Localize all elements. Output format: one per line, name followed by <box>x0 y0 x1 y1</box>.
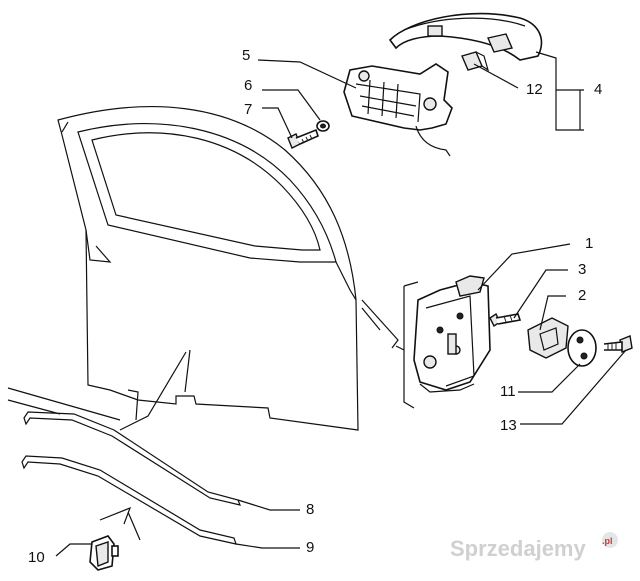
callout-1: 1 <box>585 235 593 252</box>
handle-mechanism-part-5 <box>343 63 453 157</box>
plate-part-11 <box>567 329 597 367</box>
callout-12: 12 <box>526 81 543 98</box>
leader-lines <box>55 51 627 557</box>
outer-handle-part-4 <box>388 12 543 61</box>
callout-11: 11 <box>500 383 516 400</box>
watermark-suffix: .pl <box>602 536 613 546</box>
callout-9: 9 <box>306 539 314 556</box>
lock-screw-part-3 <box>489 312 522 328</box>
door-panel <box>57 106 359 431</box>
bolt-part-7 <box>287 128 319 149</box>
callout-labels: 1 2 3 4 5 6 7 8 9 10 11 12 13 <box>28 47 602 566</box>
callout-2: 2 <box>578 287 586 304</box>
callout-10: 10 <box>28 549 45 566</box>
striker-bolt-part-13 <box>603 335 633 353</box>
callout-4: 4 <box>594 81 602 98</box>
clip-part-10 <box>89 535 119 571</box>
callout-5: 5 <box>242 47 250 64</box>
callout-7: 7 <box>244 101 252 118</box>
handle-insert-part-12 <box>461 51 490 72</box>
striker-part-2 <box>527 317 569 359</box>
callout-3: 3 <box>578 261 586 278</box>
watermark-text: Sprzedajemy <box>450 536 586 561</box>
callout-13: 13 <box>500 417 517 434</box>
callout-6: 6 <box>244 77 252 94</box>
washer-part-6 <box>316 120 330 132</box>
watermark-badge-icon <box>602 532 618 548</box>
watermark: Sprzedajemy .pl <box>450 532 618 561</box>
rod-9 <box>21 455 237 545</box>
door-lock-part-1 <box>413 275 491 393</box>
door-edge-bracket <box>361 281 419 409</box>
rod-8 <box>23 411 241 506</box>
rod-guide-lines <box>7 351 187 541</box>
callout-8: 8 <box>306 501 314 518</box>
